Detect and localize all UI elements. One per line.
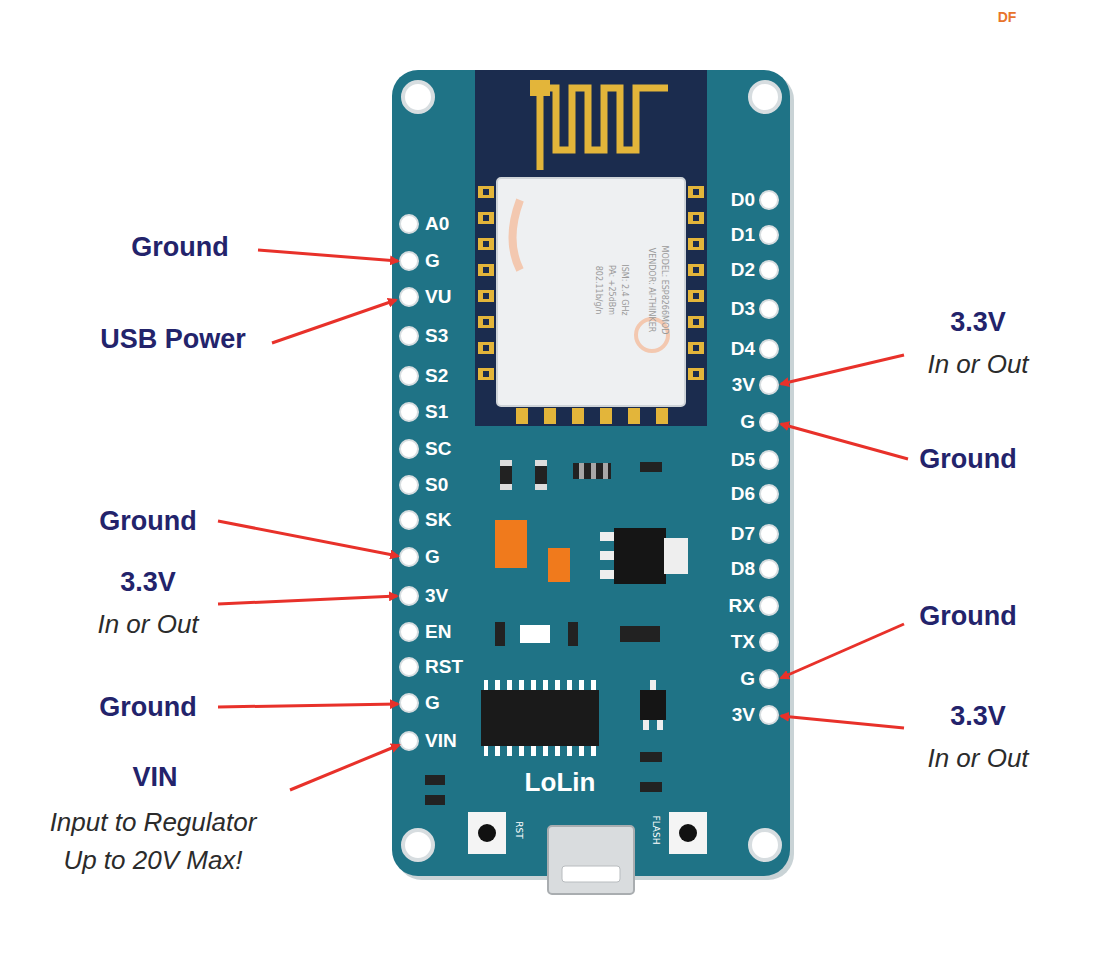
pin-label: D8 — [731, 559, 755, 580]
module-marking: MODEL: ESP8266MOD — [660, 246, 669, 335]
pin-label: RST — [425, 657, 463, 678]
pin-label: S1 — [425, 402, 448, 423]
pin-label: S0 — [425, 475, 448, 496]
pin-label: D5 — [731, 450, 755, 471]
pin-label: D2 — [731, 260, 755, 281]
pin-label: SK — [425, 510, 451, 531]
pin-label: D6 — [731, 484, 755, 505]
pin-label: A0 — [425, 214, 449, 235]
module-marking: PA: +25dBm — [607, 265, 616, 315]
board-logo: LoLin — [525, 768, 596, 797]
pin-label: S2 — [425, 366, 448, 387]
pin-label: VIN — [425, 731, 457, 752]
callout-label: Ground — [131, 233, 228, 263]
callout-label: 3.3V — [950, 702, 1006, 732]
button-label: FLASH — [650, 815, 660, 844]
pin-label: D1 — [731, 225, 755, 246]
button-label: RST — [513, 821, 523, 838]
pin-label: 3V — [425, 586, 448, 607]
callout-label: Ground — [99, 507, 196, 537]
callout-note: In or Out — [927, 744, 1028, 773]
callout-label: 3.3V — [120, 568, 176, 598]
callout-note: In or Out — [97, 610, 198, 639]
pin-label: 3V — [732, 705, 755, 726]
pin-label: SC — [425, 439, 451, 460]
pin-label: G — [425, 547, 440, 568]
callout-label: Ground — [99, 693, 196, 723]
callout-label: 3.3V — [950, 308, 1006, 338]
callout-note: Input to Regulator — [50, 808, 257, 837]
pin-label: G — [425, 693, 440, 714]
module-marking: VENDOR: AI-THINKER — [647, 248, 656, 333]
callout-label: VIN — [132, 763, 177, 793]
pin-label: G — [425, 251, 440, 272]
callout-label: Ground — [919, 602, 1016, 632]
pin-label: 3V — [732, 375, 755, 396]
pin-label: RX — [729, 596, 755, 617]
callout-note: Up to 20V Max! — [63, 846, 242, 875]
pin-label: D4 — [731, 339, 755, 360]
pin-label: S3 — [425, 326, 448, 347]
pin-label: VU — [425, 287, 451, 308]
pin-label: TX — [731, 632, 755, 653]
pin-label: D3 — [731, 299, 755, 320]
pin-label: D7 — [731, 524, 755, 545]
pin-label: G — [740, 412, 755, 433]
callout-label: Ground — [919, 445, 1016, 475]
pin-label: EN — [425, 622, 451, 643]
callout-note: In or Out — [927, 350, 1028, 379]
callout-label: USB Power — [100, 325, 246, 355]
pin-label: D0 — [731, 190, 755, 211]
pin-label: G — [740, 669, 755, 690]
module-marking: ISM: 2.4 GHz — [620, 264, 629, 315]
watermark: DF — [998, 10, 1017, 25]
module-marking: 802.11b/g/n — [594, 266, 603, 315]
